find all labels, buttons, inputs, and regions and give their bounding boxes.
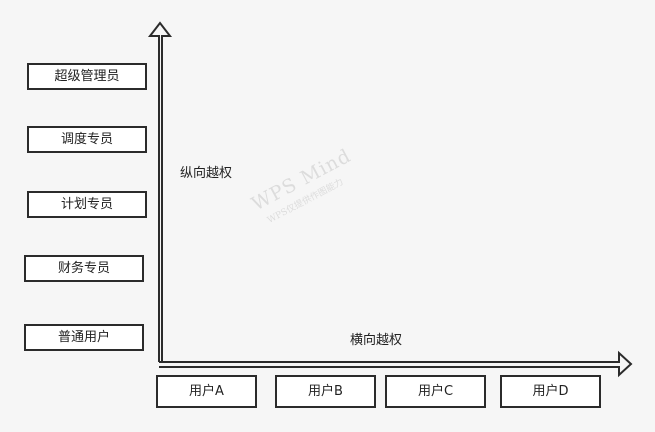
user-box-a: 用户A	[156, 375, 257, 408]
role-box-finance: 财务专员	[24, 255, 144, 282]
vertical-axis-label: 纵向越权	[180, 166, 233, 181]
role-box-dispatcher: 调度专员	[27, 126, 147, 153]
horizontal-axis-label: 横向越权	[350, 333, 403, 348]
role-box-super-admin: 超级管理员	[27, 63, 147, 90]
horizontal-axis-arrow	[159, 350, 633, 378]
user-box-c: 用户C	[385, 375, 486, 408]
role-box-planner: 计划专员	[27, 191, 147, 218]
user-box-b: 用户B	[275, 375, 376, 408]
user-box-d: 用户D	[500, 375, 601, 408]
vertical-axis-arrow	[147, 21, 173, 362]
role-box-normal-user: 普通用户	[24, 324, 144, 351]
